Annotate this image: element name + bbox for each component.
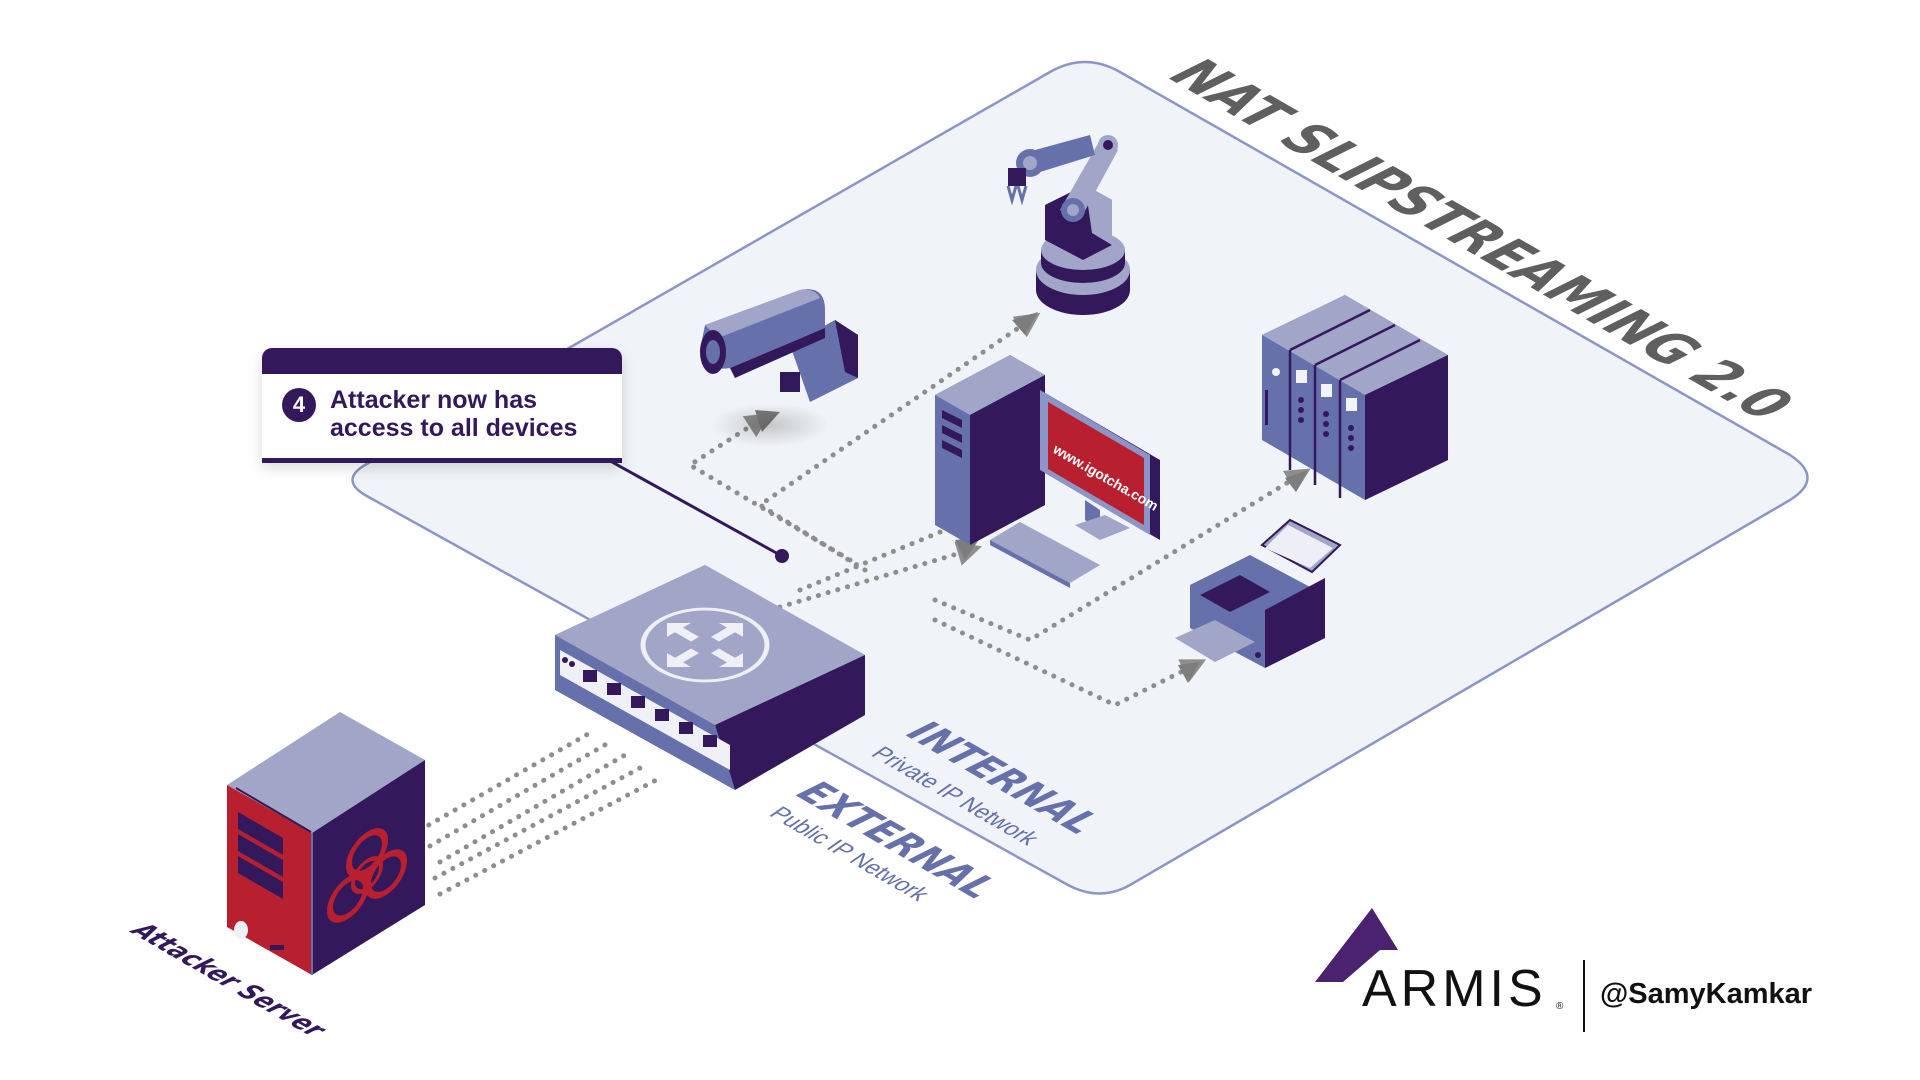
callout-base-line [262,458,622,463]
router [555,565,865,790]
callout-line-1: Attacker now has [330,386,538,414]
router-port [679,722,693,734]
twitter-handle: @SamyKamkar [1600,978,1813,1010]
computer-icon: www.igotcha.com [935,355,1161,588]
router-port [655,709,669,721]
biohazard-icon [327,828,407,923]
link-aux [797,527,948,593]
callout-header-bar [262,348,622,374]
router-port [703,735,717,747]
callout-line-2: access to all devices [330,414,578,442]
arrowhead-printer [1178,662,1200,683]
link-to-computer [767,541,982,613]
external-link [437,752,628,865]
browser-screen [1048,402,1144,525]
robot-arm-icon [1006,135,1130,315]
router-port [631,696,645,708]
step-callout: 4 Attacker now has access to all devices [262,348,622,462]
logo-divider [1583,960,1585,1032]
callout-leader [611,460,789,563]
step-number-badge: 4 [282,388,316,422]
registered-mark: ® [1556,1001,1564,1012]
logo-wordmark: ARMIS [1362,960,1547,1018]
arrowhead-computer [955,538,980,560]
link-to-server-rack [932,468,1311,643]
armis-logo-mark [1315,908,1398,982]
router-port [583,670,597,682]
router-arrows-icon [640,607,770,683]
external-link [427,739,613,849]
link-to-robot [755,312,1041,573]
arrowhead-server-rack [1285,470,1308,492]
external-link [432,765,643,881]
server-rack-icon [1262,295,1448,500]
armis-logo: ARMIS ® [1310,905,1570,1018]
router-port [607,683,621,695]
external-link [437,775,663,897]
arrowhead-robot [1012,312,1038,335]
external-link [417,727,598,833]
external-connections [417,727,663,897]
callout-text: Attacker now has access to all devices [330,386,577,442]
printer-icon [1175,518,1342,668]
router-ports [583,670,717,747]
camera-icon [700,289,858,447]
attacker-server [227,712,425,975]
